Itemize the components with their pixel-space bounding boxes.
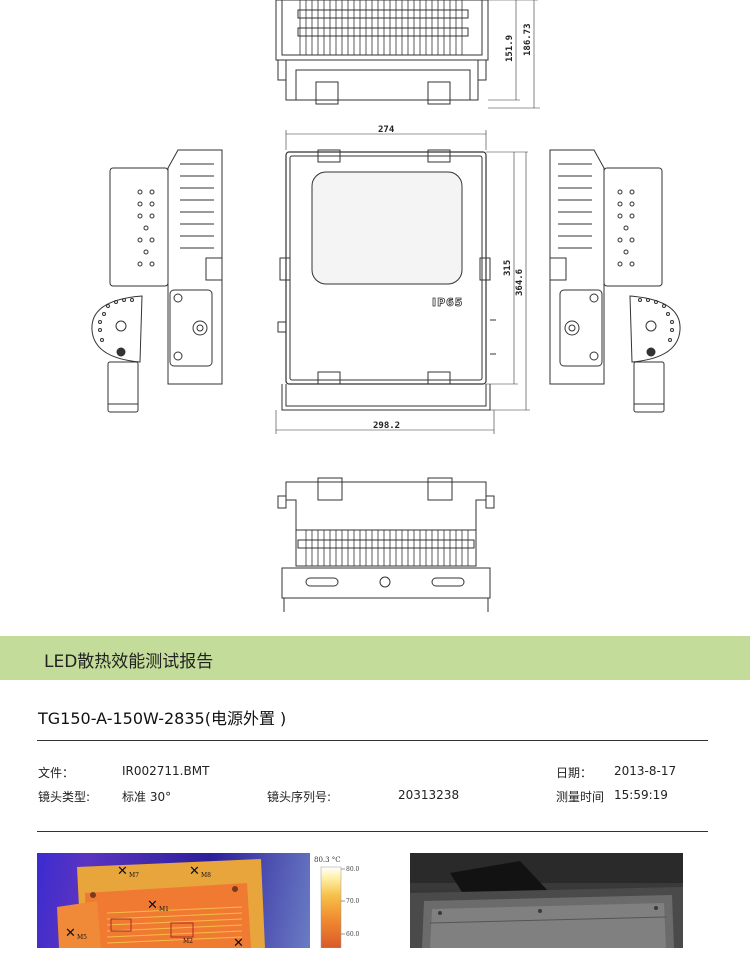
right-side-view-drawing (549, 149, 681, 413)
dim-364-6: 364.6 (515, 269, 525, 296)
thermal-marker-m2: M2 (183, 938, 193, 945)
thermal-marker-m5-x: ✕ (65, 926, 76, 941)
ip-marking: IP65 (432, 296, 463, 309)
thermal-image: ✕ ✕ ✕ ✕ ✕ M7 M8 M1 M5 M2 (37, 853, 310, 948)
scale-tick-60: 60.0 (346, 931, 360, 938)
left-side-view-drawing (91, 149, 223, 413)
scale-tick-80: 80.0 (346, 866, 360, 873)
thermal-marker-m8-x: ✕ (189, 864, 200, 879)
floodlight-drawing-svg: 151.9 186.73 274 315 364.6 298.2 IP65 (91, 0, 681, 612)
dim-151-9: 151.9 (505, 35, 515, 62)
lens-type-value: 标准 30° (122, 790, 172, 804)
temperature-scale-svg: 80.3 °C 80.0 70.0 60.0 (314, 856, 360, 949)
lens-serial-value: 20313238 (398, 788, 460, 802)
dim-298-2: 298.2 (373, 421, 400, 431)
thermal-hot-region-left (57, 901, 101, 948)
date-value: 2013-8-17 (614, 764, 677, 778)
file-value: IR002711.BMT (122, 764, 210, 778)
bottom-view-drawing (277, 477, 495, 612)
date-label: 日期： (556, 766, 593, 780)
lens-type-label: 镜头类型: (38, 790, 91, 804)
scale-max-label: 80.3 °C (314, 856, 341, 864)
section-header-bar: LED散热效能测试报告 (0, 636, 750, 680)
thermal-hot-region-front (85, 883, 251, 948)
thermal-marker-m7-x: ✕ (117, 864, 128, 879)
product-photo (410, 853, 683, 948)
front-view-drawing (275, 130, 530, 434)
measure-time-label: 测量时间 (556, 790, 605, 804)
file-label: 文件： (38, 766, 75, 780)
measure-time-value: 15:59:19 (614, 788, 668, 802)
thermal-marker-m1: M1 (159, 906, 169, 913)
thermal-image-svg: ✕ ✕ ✕ ✕ ✕ M7 M8 M1 M5 M2 (57, 859, 265, 948)
thermal-marker-m5: M5 (77, 934, 87, 941)
thermal-marker-m1-x: ✕ (147, 898, 158, 913)
dim-186-73: 186.73 (523, 23, 533, 56)
product-photo-svg (410, 853, 683, 948)
thermal-marker-m8: M8 (201, 872, 211, 879)
section-title: LED散热效能测试报告 (44, 652, 214, 672)
thermal-marker-m2-x: ✕ (233, 936, 244, 948)
divider-bottom (37, 831, 708, 832)
lens-serial-label: 镜头序列号: (267, 790, 332, 804)
technical-drawings: 151.9 186.73 274 315 364.6 298.2 IP65 (91, 0, 681, 612)
top-view-drawing (275, 0, 540, 109)
temperature-scale: 80.3 °C 80.0 70.0 60.0 (313, 853, 373, 949)
dim-315: 315 (503, 260, 513, 276)
thermal-marker-m7: M7 (129, 872, 139, 879)
divider-top (37, 740, 708, 741)
scale-tick-70: 70.0 (346, 898, 360, 905)
dim-274: 274 (378, 125, 395, 135)
product-title: TG150-A-150W-2835(电源外置 ) (38, 709, 287, 728)
